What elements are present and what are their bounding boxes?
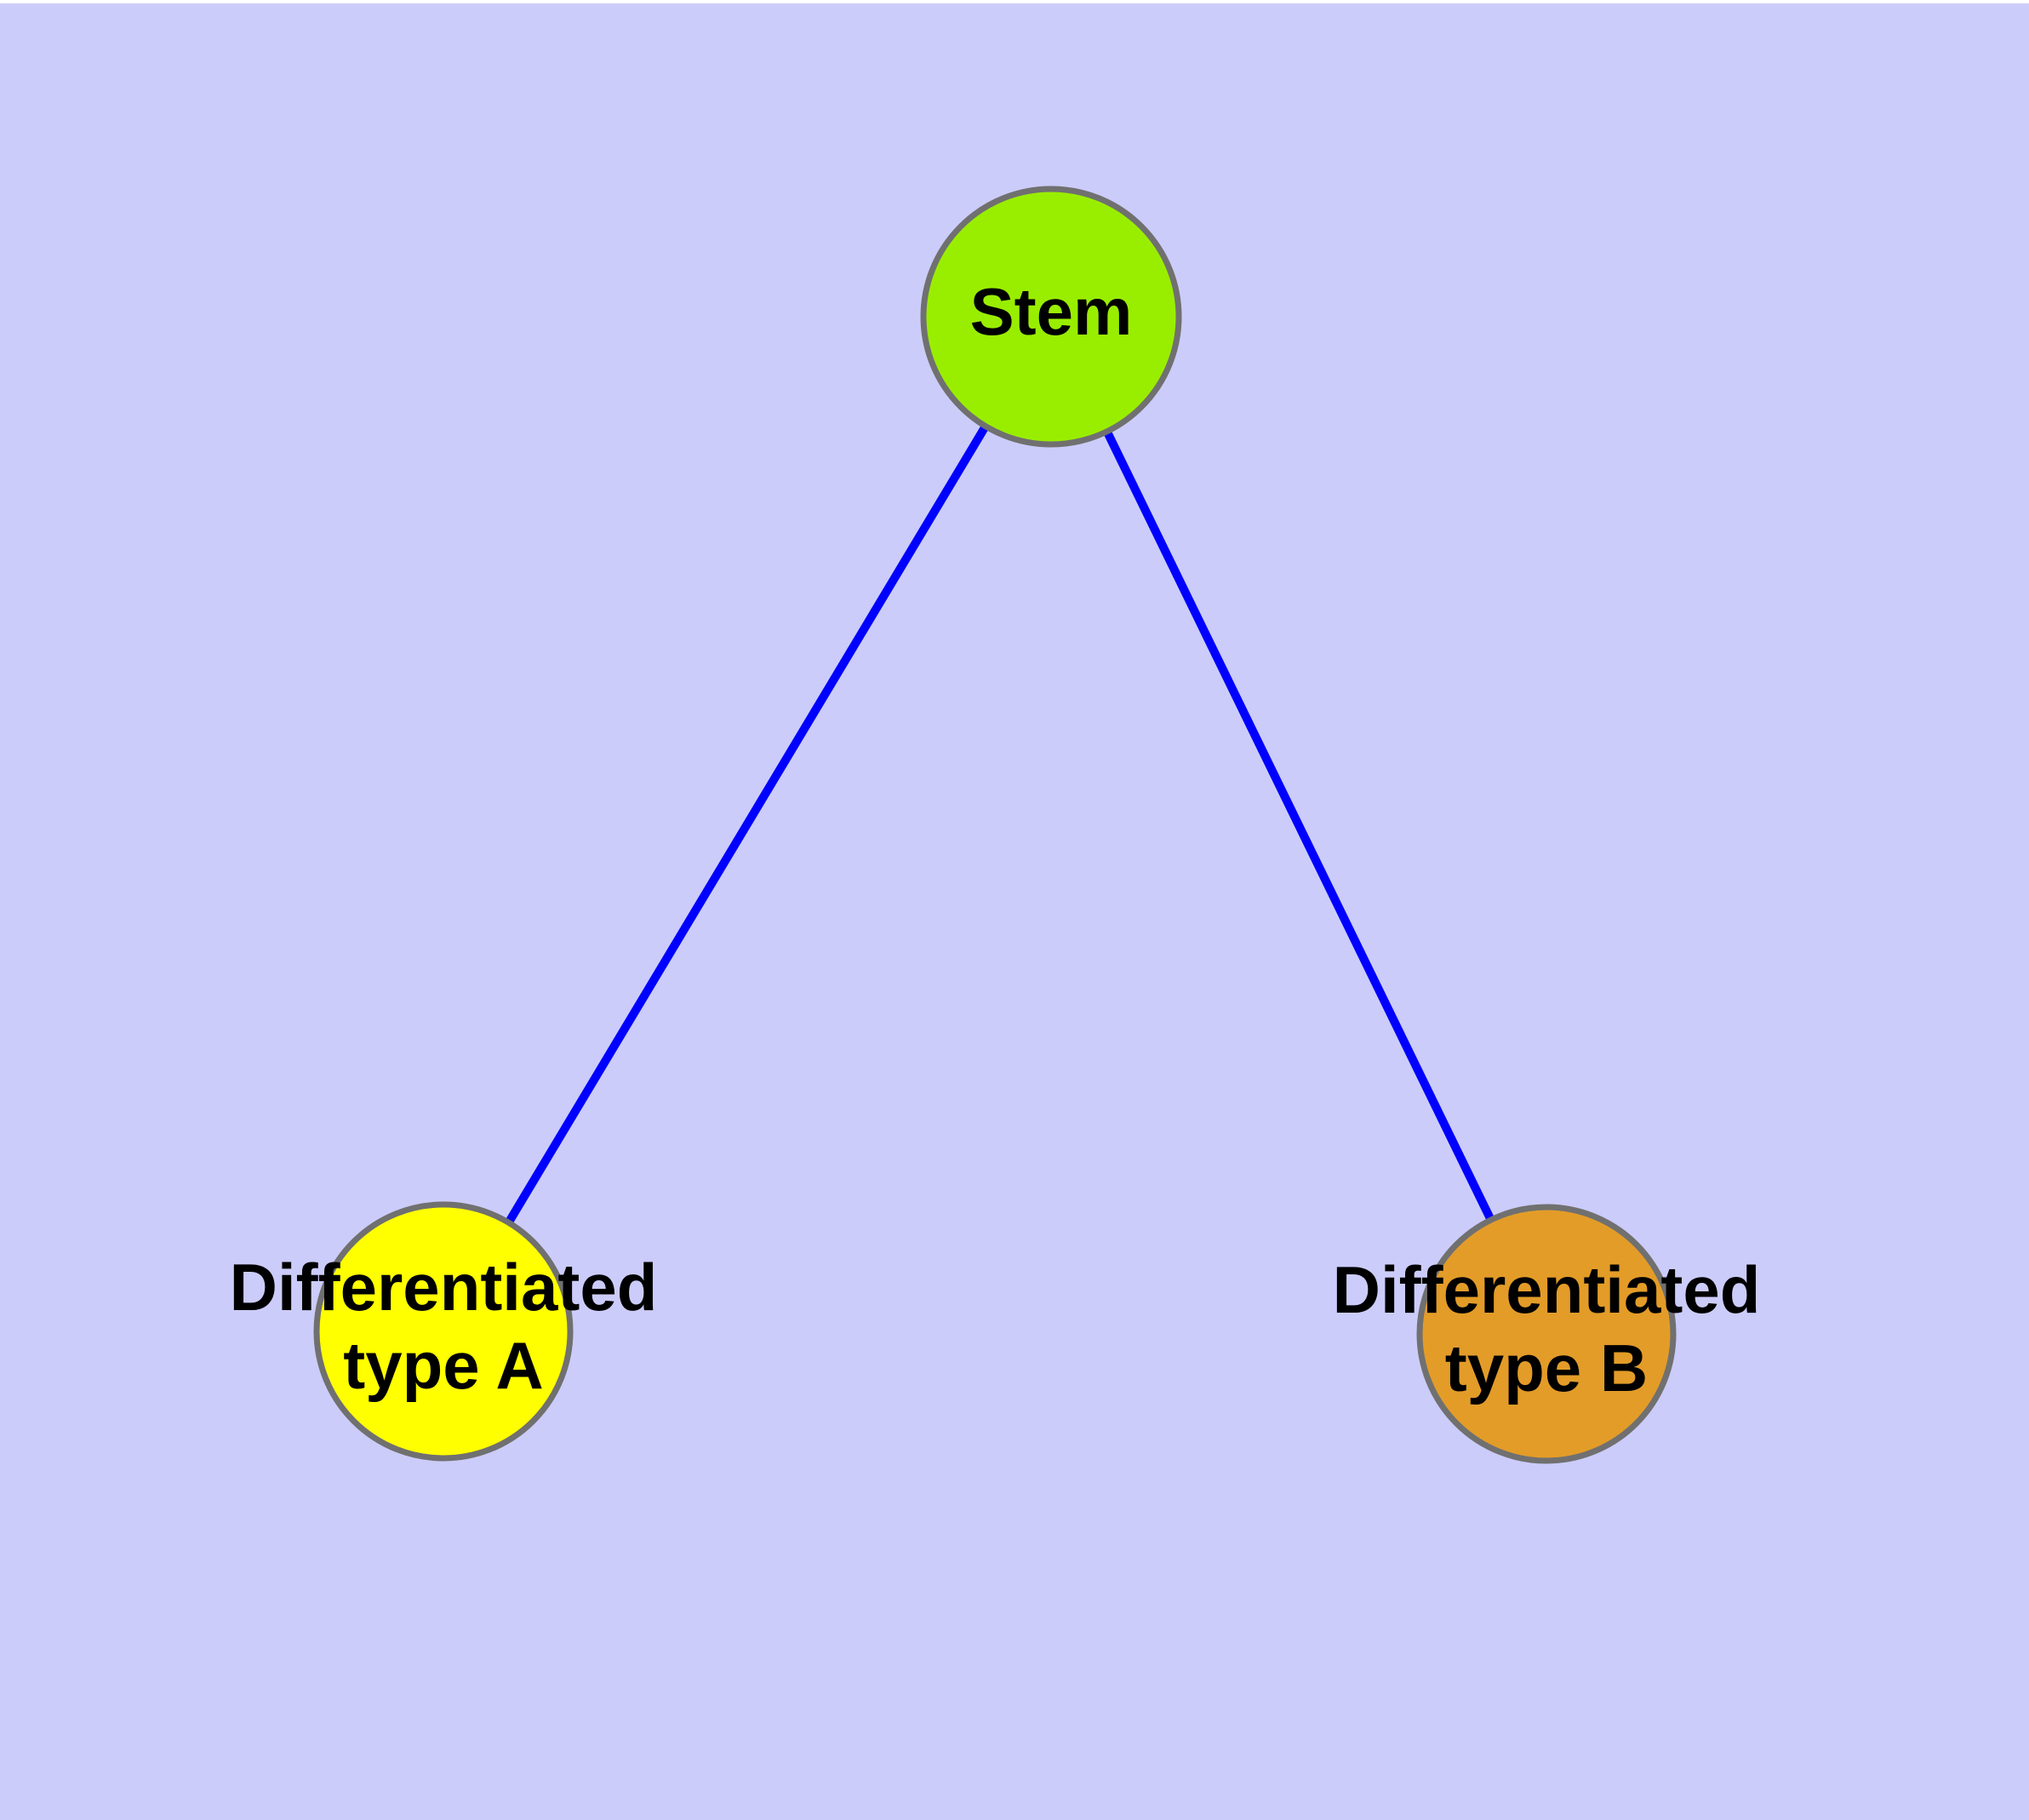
graph-node-label-stem: Stem — [970, 274, 1133, 349]
node-label-line: type A — [343, 1328, 544, 1403]
nodes-layer — [313, 186, 1677, 1464]
graph-node-diff_a[interactable] — [313, 1201, 574, 1462]
node-label-line: type B — [1445, 1331, 1648, 1405]
edges-layer — [504, 422, 1496, 1227]
node-label-line: Differentiated — [230, 1250, 658, 1325]
graph-node-stem[interactable] — [920, 186, 1182, 448]
node-label-line: Stem — [970, 274, 1133, 349]
graph-edge — [504, 422, 991, 1227]
node-label-line: Differentiated — [1333, 1252, 1761, 1327]
graph-edge — [1102, 427, 1496, 1224]
graph-node-diff_b[interactable] — [1416, 1204, 1677, 1464]
